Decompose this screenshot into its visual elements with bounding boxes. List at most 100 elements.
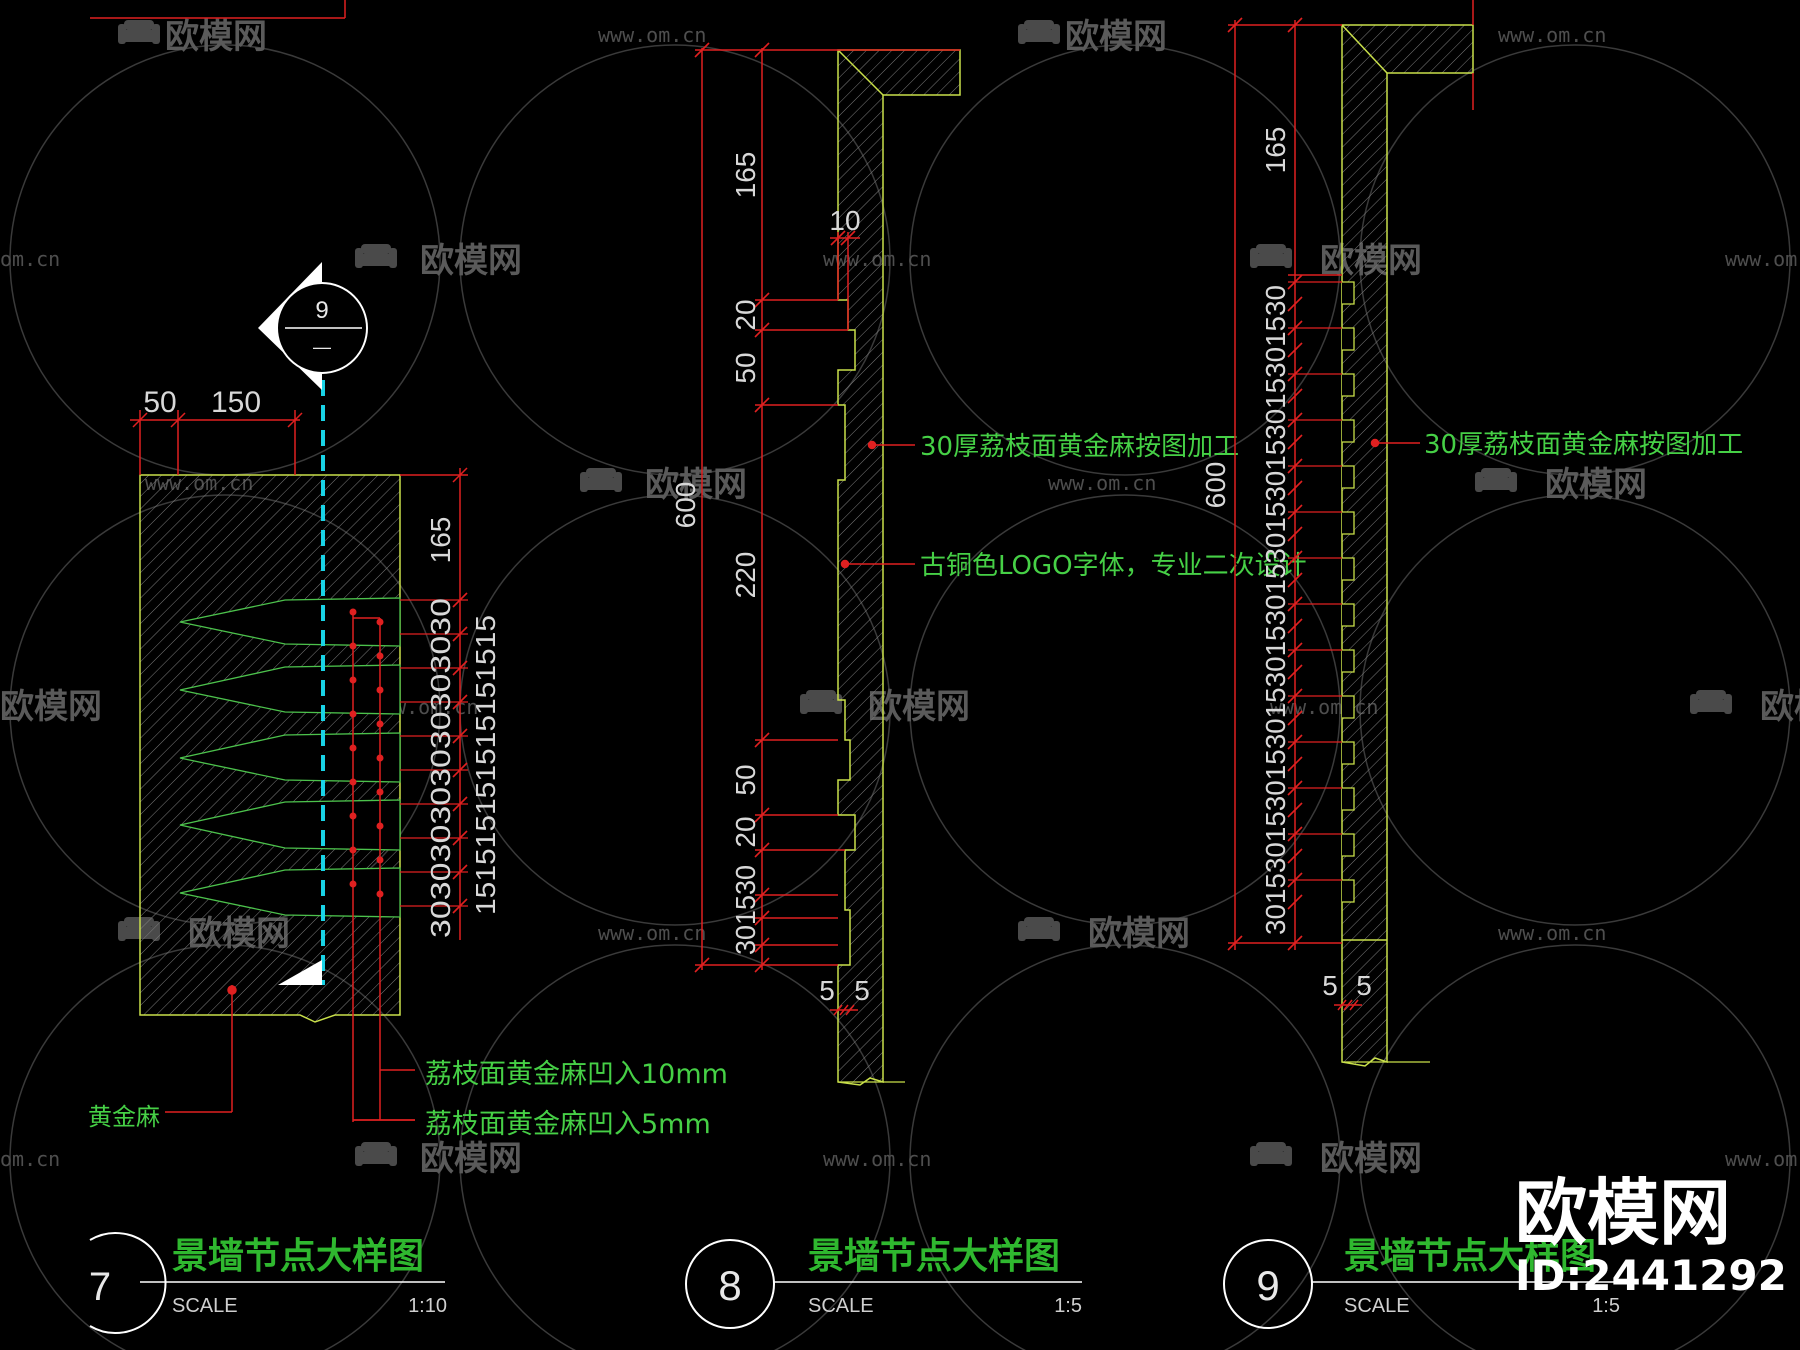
top-reference-lines — [90, 0, 346, 19]
watermark-brand: 欧模网 — [800, 687, 970, 727]
detail7-dim-column-30: 303030303030303030 — [425, 598, 456, 938]
detail9-tick — [1287, 274, 1303, 290]
detail7-tick — [452, 728, 468, 744]
detail9-groove — [1342, 419, 1355, 443]
detail7-note-recess-5mm: 荔枝面黄金麻凹入5mm — [425, 1109, 711, 1140]
detail7-tick — [452, 592, 468, 608]
detail7-dim-column-15: 151515151515151515 — [470, 615, 501, 915]
watermark-url: www.om.cn — [598, 921, 706, 945]
detail7-scale-label: SCALE — [172, 1295, 238, 1317]
watermark-brand-text: 欧模网 — [1545, 465, 1647, 505]
detail7-top-dimensions — [130, 410, 303, 475]
detail9-tick — [1287, 434, 1303, 450]
detail9-tick — [1287, 710, 1303, 726]
detail7-scale-value: 1:10 — [408, 1295, 447, 1317]
detail7-note-material: 黄金麻 — [88, 1103, 160, 1131]
detail9-groove — [1342, 833, 1355, 857]
detail8-title-block: 8 景墙节点大样图 SCALE 1:5 — [685, 1236, 1082, 1329]
detail7-leader-dot — [376, 618, 384, 626]
brand-badge-name: 欧模网 — [1515, 1171, 1731, 1255]
detail9-groove — [1342, 787, 1355, 811]
detail8-leaders — [840, 440, 915, 569]
detail8-tick — [754, 732, 770, 748]
detail8-tick — [754, 887, 770, 903]
brand-badge-id: ID:2441292 — [1515, 1251, 1787, 1300]
detail8-dim-5-right: 5 — [854, 975, 870, 1006]
detail9-number: 9 — [1256, 1262, 1279, 1309]
detail9-groove-steps — [1342, 281, 1355, 903]
detail8-tick — [754, 910, 770, 926]
detail9-bottom-marks — [1334, 999, 1362, 1011]
detail7-leader-dot — [376, 788, 384, 796]
detail9-tick — [1287, 320, 1303, 336]
detail8-mitre — [837, 49, 884, 96]
detail7-note-recess-10mm: 荔枝面黄金麻凹入10mm — [425, 1059, 728, 1090]
detail9-dimensions — [1228, 0, 1474, 950]
detail8-note-logo: 古铜色LOGO字体，专业二次设计 — [920, 551, 1307, 581]
detail9-groove — [1342, 879, 1355, 903]
watermark-brand: 欧模网 — [118, 17, 267, 57]
detail7-leader-dot — [349, 676, 357, 684]
watermark-url: www.om.cn — [598, 23, 706, 47]
detail7-leader-dots — [349, 608, 384, 898]
detail8-tick — [840, 230, 856, 246]
detail7-leader-dot — [349, 812, 357, 820]
detail9-tick — [1287, 296, 1303, 312]
detail8-tick — [754, 957, 770, 973]
detail9-tick — [1287, 664, 1303, 680]
detail9-stone-section — [1341, 24, 1474, 1067]
watermark-brand-text: 欧模网 — [0, 687, 102, 727]
detail9-groove — [1342, 695, 1355, 719]
detail-9: 600 165 30153015301530153015301530153015… — [1200, 0, 1743, 1329]
detail7-leader-dot — [376, 890, 384, 898]
watermark-brand-text: 欧模网 — [1760, 687, 1800, 727]
detail9-tick — [1227, 17, 1243, 33]
detail9-tick — [1287, 366, 1303, 382]
detail9-tick — [1287, 412, 1303, 428]
detail7-leader-dot — [376, 856, 384, 864]
section-marker-number: 9 — [315, 297, 328, 324]
detail9-tick — [1287, 526, 1303, 542]
watermark-brand: 欧模网 — [0, 687, 102, 727]
detail9-tick — [1287, 802, 1303, 818]
detail7-tick — [452, 864, 468, 880]
detail8-tick — [694, 42, 710, 58]
detail7-title-block: 7 景墙节点大样图 SCALE 1:10 — [89, 1232, 447, 1334]
detail7-dimension-ticks — [400, 592, 468, 914]
detail7-leader-dot — [376, 720, 384, 728]
detail7-dim-50: 50 — [143, 386, 176, 419]
detail9-scale-label: SCALE — [1344, 1295, 1410, 1317]
detail7-number: 7 — [89, 1265, 111, 1309]
detail-7: 9 — 50 150 165 303030303030303030 151515… — [88, 262, 728, 1334]
detail8-dim-50-top: 50 — [730, 352, 761, 383]
detail8-scale-value: 1:5 — [1054, 1295, 1082, 1317]
detail9-tick — [1287, 342, 1303, 358]
detail9-dim-5-left: 5 — [1322, 970, 1338, 1001]
watermark-brand: 欧模网 — [1475, 465, 1647, 505]
detail8-title: 景墙节点大样图 — [808, 1236, 1060, 1277]
detail9-tick — [1287, 572, 1303, 588]
detail9-groove — [1342, 281, 1355, 305]
detail7-leader-dot — [376, 686, 384, 694]
detail9-tick — [1287, 780, 1303, 796]
detail7-leader-dot — [349, 880, 357, 888]
watermark-brand: 欧模网 — [355, 241, 522, 281]
detail9-groove — [1342, 741, 1355, 765]
detail9-tick — [1287, 935, 1303, 951]
detail8-tick — [754, 322, 770, 338]
detail9-note-stone: 30厚荔枝面黄金麻按图加工 — [1424, 430, 1743, 460]
detail8-bottom-marks — [830, 1004, 858, 1016]
detail7-leader-dot — [349, 710, 357, 718]
watermark-brand: 欧模网 — [1018, 914, 1190, 954]
watermark-brand-text: 欧模网 — [1088, 914, 1190, 954]
detail8-tick — [694, 957, 710, 973]
detail7-leader-dot — [349, 846, 357, 854]
detail7-leader-dot — [376, 652, 384, 660]
detail8-dim-50-bottom: 50 — [730, 764, 761, 795]
detail9-groove — [1342, 327, 1355, 351]
detail7-leader-dot — [349, 744, 357, 752]
detail8-dim-301530: 301530 — [730, 865, 761, 955]
detail8-dim-20-bottom: 20 — [730, 816, 761, 847]
watermark-layer — [9, 44, 1791, 1350]
